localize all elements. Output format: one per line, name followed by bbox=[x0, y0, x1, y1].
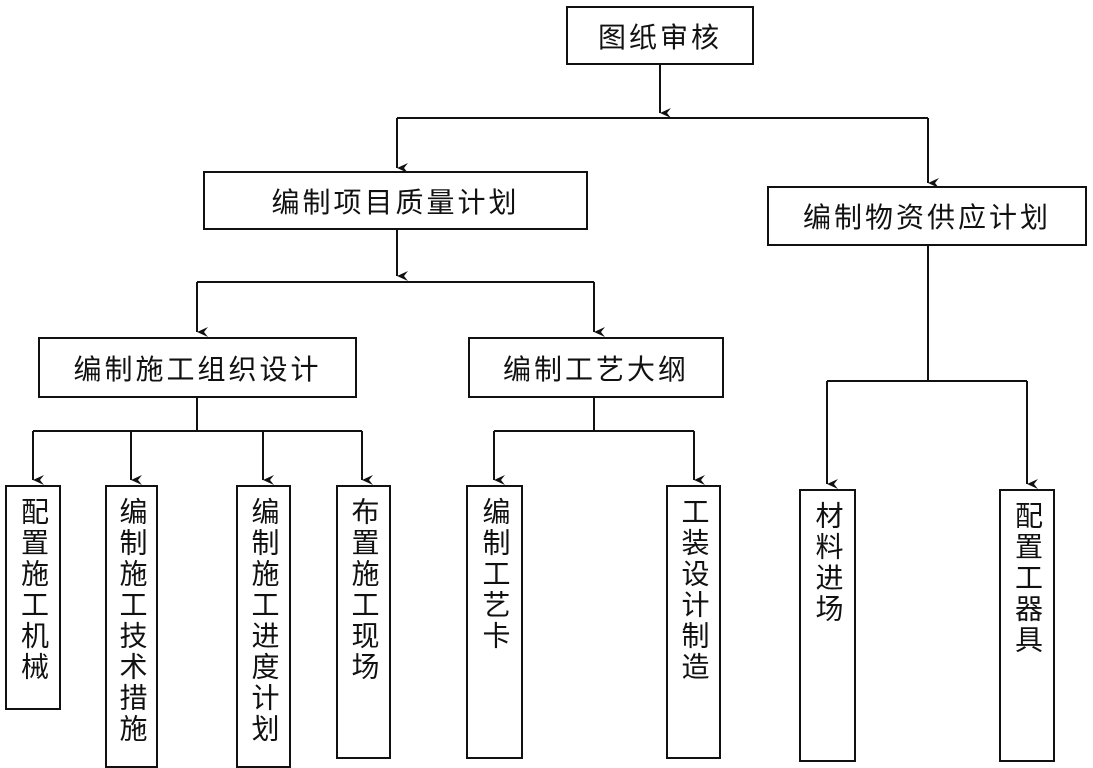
node-site-layout-label: 布置施工现场 bbox=[347, 497, 381, 683]
node-supply-plan: 编制物资供应计划 bbox=[767, 186, 1087, 246]
node-process-outline: 编制工艺大纲 bbox=[468, 337, 724, 398]
node-quality-plan: 编制项目质量计划 bbox=[203, 171, 588, 230]
node-machinery: 配置施工机械 bbox=[5, 485, 61, 710]
node-schedule: 编制施工进度计划 bbox=[236, 485, 291, 768]
node-process-card-label: 编制工艺卡 bbox=[478, 497, 512, 652]
node-machinery-label: 配置施工机械 bbox=[17, 497, 50, 683]
node-quality-plan-label: 编制项目质量计划 bbox=[271, 185, 520, 219]
node-supply-plan-label: 编制物资供应计划 bbox=[802, 201, 1051, 234]
node-tooling-label: 工装设计制造 bbox=[677, 497, 711, 683]
node-tech-measures-label: 编制施工技术措施 bbox=[115, 497, 149, 745]
node-materials-label: 材料进场 bbox=[811, 501, 845, 625]
node-org-design-label: 编制施工组织设计 bbox=[73, 352, 322, 386]
node-org-design: 编制施工组织设计 bbox=[38, 337, 357, 398]
node-tools-label: 配置工器具 bbox=[1011, 501, 1044, 656]
node-root: 图纸审核 bbox=[566, 6, 754, 65]
node-tooling: 工装设计制造 bbox=[666, 485, 721, 759]
node-root-label: 图纸审核 bbox=[597, 20, 722, 54]
node-site-layout: 布置施工现场 bbox=[336, 485, 391, 759]
node-process-card: 编制工艺卡 bbox=[466, 485, 523, 759]
node-tools: 配置工器具 bbox=[999, 489, 1055, 762]
node-materials: 材料进场 bbox=[799, 489, 856, 762]
node-process-outline-label: 编制工艺大纲 bbox=[502, 352, 689, 386]
node-tech-measures: 编制施工技术措施 bbox=[105, 485, 158, 768]
node-schedule-label: 编制施工进度计划 bbox=[247, 497, 281, 745]
